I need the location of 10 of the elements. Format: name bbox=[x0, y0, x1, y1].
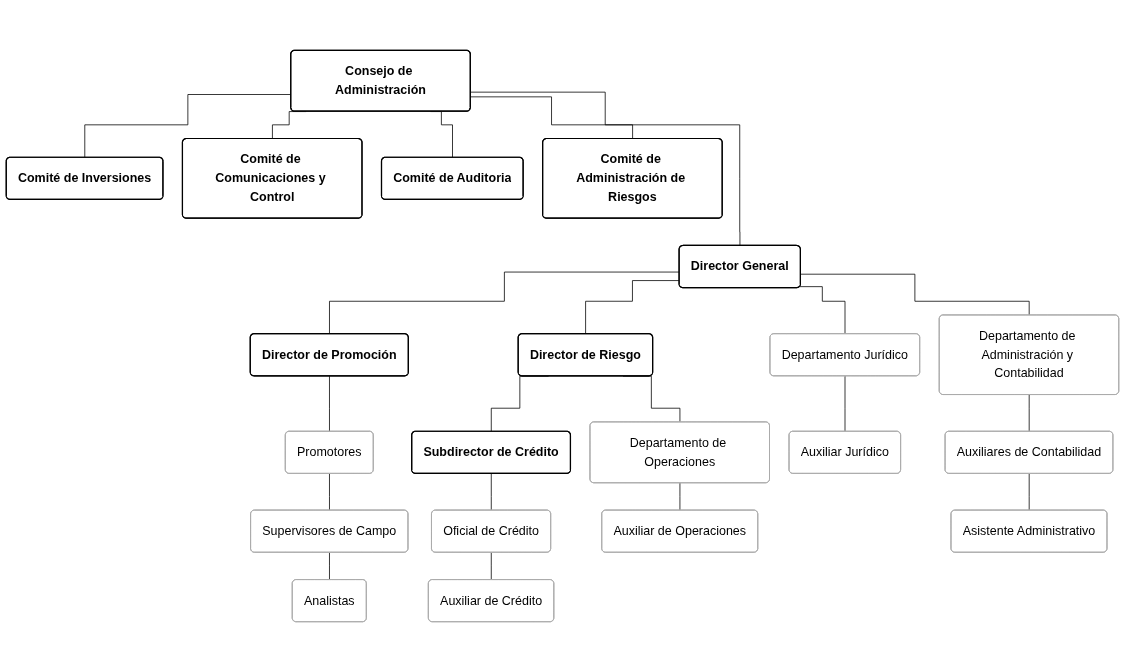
connector bbox=[470, 96, 634, 140]
connector bbox=[329, 375, 331, 432]
connector bbox=[585, 280, 680, 335]
connector bbox=[800, 273, 1030, 316]
connector bbox=[329, 271, 680, 335]
connector bbox=[470, 91, 741, 247]
connector bbox=[799, 286, 846, 335]
connector bbox=[490, 473, 492, 511]
connector bbox=[329, 473, 331, 511]
connector bbox=[329, 552, 331, 581]
